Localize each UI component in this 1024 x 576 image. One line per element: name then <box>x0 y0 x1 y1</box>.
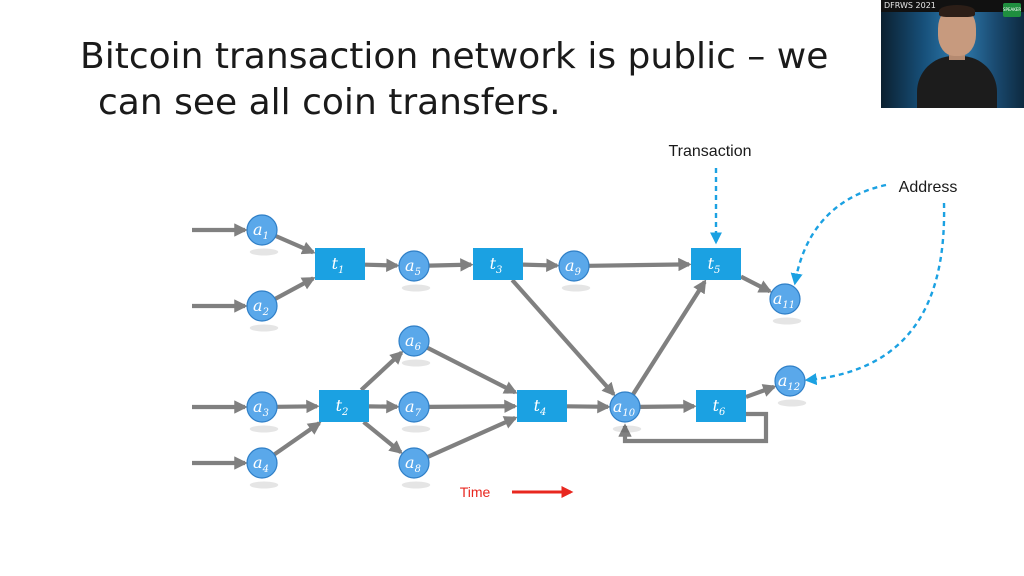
webcam-speaker-badge: SPEAKER <box>1003 3 1021 17</box>
address-node-a12: a12 <box>774 365 807 407</box>
address-callout-arrow-a11 <box>790 183 887 286</box>
edge-t5-a11 <box>740 274 773 294</box>
speaker-hair <box>939 5 975 17</box>
address-callout-arrow-a12 <box>804 202 946 386</box>
edge-t6-a10 <box>618 411 769 444</box>
time-label: Time <box>460 484 491 500</box>
edge-a2-t1 <box>274 276 316 301</box>
edge-a1-t1 <box>274 234 316 255</box>
address-node-a6: a6 <box>398 325 431 367</box>
address-node-a4: a4 <box>246 447 279 489</box>
transaction-node-t5: t5 <box>691 248 741 280</box>
edges-layer <box>192 223 777 470</box>
transaction-node-t4: t4 <box>517 390 567 422</box>
speaker-body <box>917 56 997 108</box>
edge-a4-t2 <box>273 421 322 457</box>
address-node-a10: a10 <box>609 391 642 433</box>
address-node-a3: a3 <box>246 391 279 433</box>
edge-a6-t4 <box>426 345 518 395</box>
speaker-webcam: DFRWS 2021 SPEAKER <box>881 0 1024 108</box>
transaction-node-t6: t6 <box>696 390 746 422</box>
address-node-a2: a2 <box>246 290 279 332</box>
transaction-node-t3: t3 <box>473 248 523 280</box>
edge-t3-a10 <box>510 278 616 397</box>
address-node-a9: a9 <box>558 250 591 292</box>
transaction-node-t2: t2 <box>319 390 369 422</box>
transaction-node-t1: t1 <box>315 248 365 280</box>
edge-a8-t4 <box>426 416 518 459</box>
slide-title: Bitcoin transaction network is public – … <box>80 34 880 126</box>
address-callout-label: Address <box>899 179 958 196</box>
callouts-layer: Transaction Address Time <box>460 143 958 500</box>
edge-a5-t3 <box>428 258 474 272</box>
address-node-a11: a11 <box>769 283 802 325</box>
edge-a7-t4 <box>428 399 518 414</box>
address-node-a7: a7 <box>398 391 431 433</box>
address-node-a5: a5 <box>398 250 431 292</box>
edge-t2-a8 <box>362 420 403 454</box>
webcam-banner-text: DFRWS 2021 <box>884 1 936 10</box>
nodes-layer: a1 a2 a3 a4 a5 a6 a7 a8 a9 a10 a11 a12 t1 t2 t3 t4 t5 t6 <box>246 214 807 489</box>
edge-a10-t5 <box>631 279 707 396</box>
edge-t2-a6 <box>359 350 404 392</box>
edge-a9-t5 <box>588 257 692 272</box>
edge-a10-t6 <box>639 399 697 414</box>
edge-t3-a9 <box>522 258 560 272</box>
address-node-a8: a8 <box>398 447 431 489</box>
address-node-a1: a1 <box>246 214 279 256</box>
slide-title-line-1: Bitcoin transaction network is public – … <box>80 36 829 77</box>
transaction-callout-label: Transaction <box>669 143 752 160</box>
slide-title-line-2: can see all coin transfers. <box>98 82 561 123</box>
edge-t1-a5 <box>364 258 400 272</box>
edge-t6-a12 <box>745 384 777 399</box>
